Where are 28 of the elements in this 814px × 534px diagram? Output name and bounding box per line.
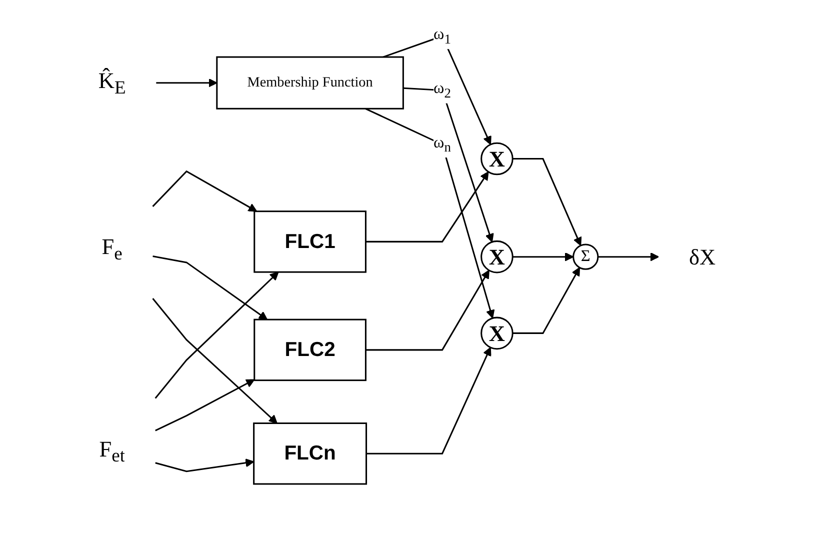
node-text: F$_{et}$ [99,436,125,466]
arrow [155,379,255,432]
arrow [152,170,258,212]
arrow [366,270,490,351]
arrow [155,458,254,472]
arrow [366,171,489,242]
node-circle [480,240,514,274]
node-circle [572,244,599,270]
node-text: F$_{e}$ [102,234,122,264]
node-text: δX [689,244,716,270]
node-box [254,210,366,273]
arrow [403,87,494,242]
node-box [216,56,404,110]
node-box [253,422,368,485]
arrow [152,255,268,320]
node-box [254,318,366,382]
arrow [512,252,574,262]
arrow [365,108,495,319]
arrow [152,298,278,424]
node-circle [480,316,514,350]
node-circle [480,142,514,176]
arrow [512,267,580,334]
arrow [598,252,660,262]
arrow [366,347,492,454]
arrow [154,272,279,399]
node-text: K̂$_{E}$ [98,68,126,98]
arrow [512,158,582,246]
arrow [156,78,218,88]
